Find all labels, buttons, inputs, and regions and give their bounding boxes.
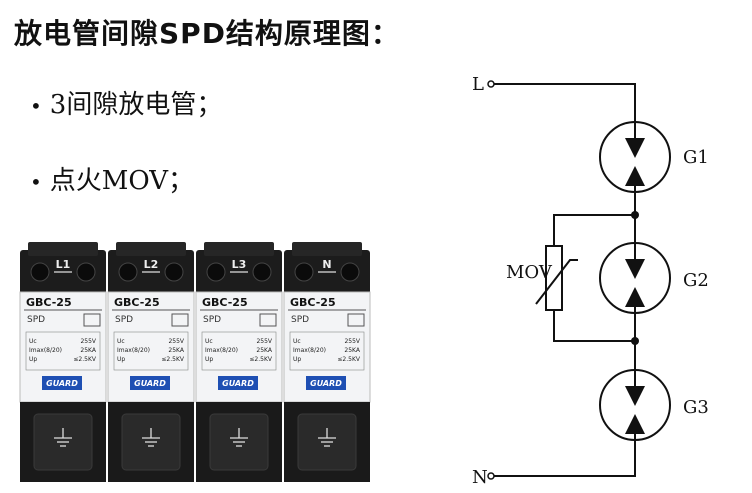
terminal-n-node: [487, 472, 495, 480]
bullet-mov: • 点火MOV；: [30, 160, 194, 197]
bullet-text: 3间隙放电管；: [49, 90, 223, 120]
terminal-label: N: [322, 258, 331, 271]
spec-key: Uc: [205, 338, 213, 345]
bullet-gap-tube: • 3间隙放电管；: [30, 84, 222, 121]
terminal-label: L3: [232, 258, 247, 271]
spec-value: 25KA: [344, 347, 360, 354]
type-label: SPD: [203, 315, 221, 325]
spec-value: ≤2.5KV: [73, 356, 97, 363]
g2-electrode-top-icon: [625, 259, 645, 279]
guard-logo: GUARD: [46, 379, 78, 388]
bullet-dot-icon: •: [30, 170, 42, 194]
g3-electrode-bottom-icon: [625, 414, 645, 434]
g2-electrode-bottom-icon: [625, 287, 645, 307]
spec-key: Imax(8/20): [205, 347, 238, 354]
spec-value: 25KA: [168, 347, 184, 354]
terminal-label: L2: [144, 258, 159, 271]
spec-key: Up: [205, 356, 213, 363]
spec-key: Up: [293, 356, 301, 363]
spec-value: 255V: [80, 338, 96, 345]
spec-value: 25KA: [256, 347, 272, 354]
mov-varistor-slash-icon: [535, 259, 578, 305]
spec-value: ≤2.5KV: [337, 356, 361, 363]
spec-key: Up: [29, 356, 37, 363]
spec-key: Imax(8/20): [29, 347, 62, 354]
page-title: 放电管间隙SPD结构原理图：: [14, 17, 400, 50]
type-label: SPD: [27, 315, 45, 325]
wire-top: [494, 83, 636, 122]
guard-logo: GUARD: [310, 379, 342, 388]
spec-key: Uc: [117, 338, 125, 345]
wire-mov-branch: [553, 214, 635, 342]
type-label: SPD: [115, 315, 133, 325]
model-label: GBC-25: [202, 296, 248, 309]
ground-icon: [318, 428, 336, 447]
type-label: SPD: [291, 315, 309, 325]
circuit-schematic: L G1 MOV G2 G3 N: [472, 74, 709, 488]
terminal-label: L1: [56, 258, 71, 271]
gap-label-g2: G2: [683, 270, 709, 291]
terminal-l-label: L: [472, 74, 484, 95]
guard-logo: GUARD: [222, 379, 254, 388]
guard-logo: GUARD: [134, 379, 166, 388]
mov-resistor: [545, 245, 563, 311]
ground-icon: [142, 428, 160, 447]
ground-icon: [230, 428, 248, 447]
model-label: GBC-25: [114, 296, 160, 309]
spec-value: 255V: [256, 338, 272, 345]
model-label: GBC-25: [290, 296, 336, 309]
bullet-dot-icon: •: [30, 94, 42, 118]
terminal-l-node: [487, 80, 495, 88]
spec-key: Up: [117, 356, 125, 363]
bullet-text: 点火MOV；: [49, 166, 195, 196]
spec-key: Imax(8/20): [117, 347, 150, 354]
g1-electrode-top-icon: [625, 138, 645, 158]
g3-electrode-top-icon: [625, 386, 645, 406]
spec-value: 255V: [168, 338, 184, 345]
spec-key: Imax(8/20): [293, 347, 326, 354]
mov-label: MOV: [506, 262, 553, 283]
ground-icon: [54, 428, 72, 447]
spec-key: Uc: [293, 338, 301, 345]
model-label: GBC-25: [26, 296, 72, 309]
spec-key: Uc: [29, 338, 37, 345]
wire-bottom: [494, 440, 636, 477]
spec-value: 25KA: [80, 347, 96, 354]
spec-value: ≤2.5KV: [161, 356, 185, 363]
gap-label-g3: G3: [683, 397, 709, 418]
junction-dot: [631, 337, 639, 345]
spec-value: ≤2.5KV: [249, 356, 273, 363]
terminal-n-label: N: [472, 467, 488, 488]
gap-label-g1: G1: [683, 147, 709, 168]
spec-value: 255V: [344, 338, 360, 345]
g1-electrode-bottom-icon: [625, 166, 645, 186]
